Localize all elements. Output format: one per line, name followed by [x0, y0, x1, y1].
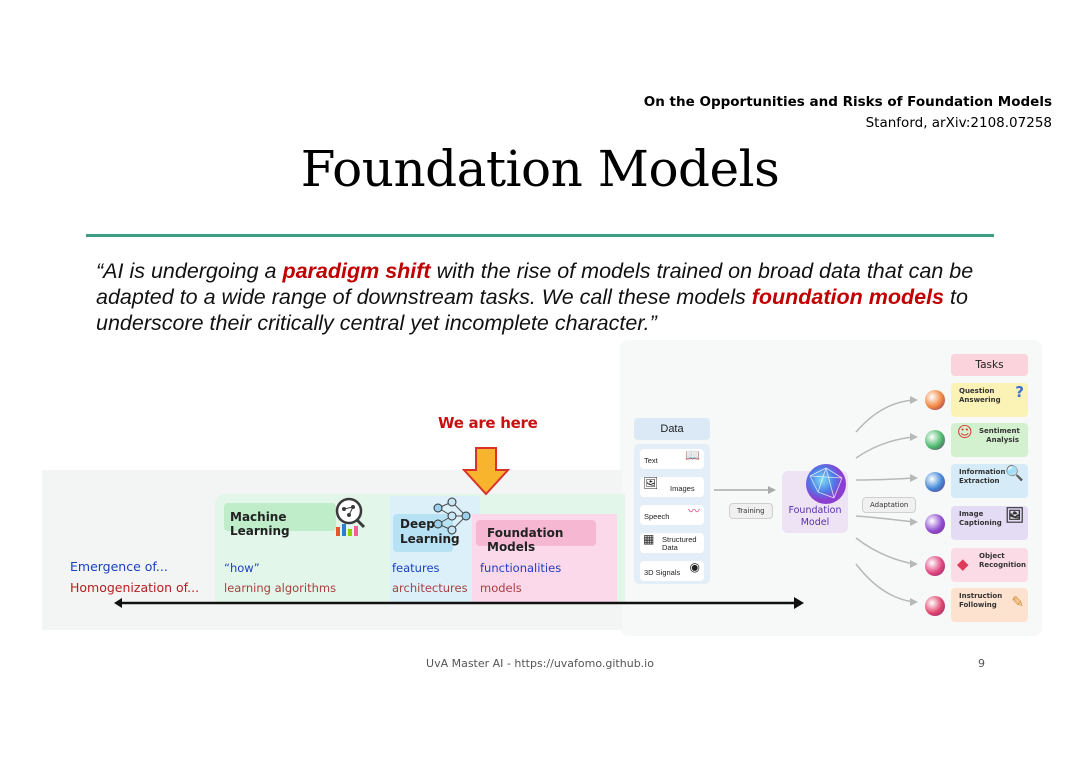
magnifier-icon: 🔍 [1005, 464, 1024, 482]
structured-data-icon: ▦ [643, 532, 655, 546]
magnifier-chart-icon [330, 494, 370, 538]
quote-part-3: to underscore their critically central y… [96, 285, 968, 335]
task-question-answering-label: Question Answering [959, 387, 1001, 404]
shapes-icon: ◆ [957, 555, 969, 573]
down-arrow-icon [461, 446, 511, 496]
page-number: 9 [978, 657, 985, 670]
images-icon: 🖼 [643, 476, 659, 490]
quote-part-1: “AI is undergoing a [96, 259, 283, 283]
task-object-recognition: Object Recognition ◆ [951, 548, 1028, 582]
data-item-3d-label: 3D Signals [644, 568, 681, 577]
we-are-here-label: We are here [438, 414, 538, 432]
stage-deep-learning: Deep Learning [393, 514, 460, 552]
row-label-homogenization: Homogenization of... [70, 580, 200, 595]
emergence-dl: features [392, 561, 440, 575]
row-label-emergence: Emergence of... [70, 559, 168, 574]
data-item-structured-label: Structured Data [662, 535, 697, 552]
task-information-extraction: Information Extraction🔍 [951, 464, 1028, 498]
emergence-fm: functionalities [480, 561, 562, 575]
adaptation-arrows [852, 388, 922, 616]
picture-icon: 🖼 [1004, 506, 1024, 524]
training-label: Training [729, 503, 773, 519]
quote-highlight-paradigm-shift: paradigm shift [282, 259, 431, 283]
foundation-model-label: Foundation Model [788, 505, 842, 528]
task-image-captioning-label: Image Captioning [959, 510, 1002, 527]
task-orb-4 [925, 514, 945, 534]
data-item-images: Images 🖼 [640, 477, 704, 497]
timeline-axis [112, 596, 806, 610]
task-orb-2 [925, 430, 945, 450]
task-image-captioning: Image Captioning🖼 [951, 506, 1028, 540]
data-item-3d: 3D Signals ◉ [640, 561, 704, 581]
homogenization-ml: learning algorithms [224, 581, 337, 595]
stage-machine-learning: Machine Learning [224, 503, 336, 538]
question-bubble-icon: ? [1015, 383, 1024, 401]
instruction-note-icon: ✎ [1011, 593, 1024, 611]
stage-foundation-models: Foundation Models [476, 520, 596, 554]
data-item-text: Text 📖 [640, 449, 704, 469]
data-item-speech: Speech 〰 [640, 505, 704, 525]
task-orb-5 [925, 556, 945, 576]
task-orb-6 [925, 596, 945, 616]
emoji-face-icon: ☺ [957, 423, 973, 441]
data-header: Data [634, 418, 710, 440]
task-object-recognition-label: Object Recognition [979, 552, 1027, 569]
task-orb-1 [925, 390, 945, 410]
neural-network-icon [432, 496, 472, 536]
task-orb-3 [925, 472, 945, 492]
homogenization-fm: models [480, 581, 522, 595]
data-item-images-label: Images [670, 484, 695, 493]
data-item-text-label: Text [644, 456, 658, 465]
sensor-icon: ◉ [689, 560, 700, 574]
reference-source: Stanford, arXiv:2108.07258 [865, 115, 1052, 131]
task-question-answering: Question Answering? [951, 383, 1028, 417]
book-icon: 📖 [685, 448, 700, 462]
quote-block: “AI is undergoing a paradigm shift with … [96, 258, 996, 336]
task-information-extraction-label: Information Extraction [959, 468, 1006, 485]
slide-title: Foundation Models [300, 140, 780, 198]
quote-highlight-foundation-models: foundation models [751, 285, 945, 309]
quote-part-2: with the rise of models trained on broad… [96, 259, 974, 309]
training-arrow [712, 482, 778, 498]
tasks-header: Tasks [951, 354, 1028, 376]
data-item-speech-label: Speech [644, 512, 670, 521]
task-instruction-following: Instruction Following ✎ [951, 588, 1028, 622]
title-divider [86, 234, 994, 237]
footer-text: UvA Master AI - https://uvafomo.github.i… [426, 657, 654, 670]
homogenization-dl: architectures [392, 581, 468, 595]
task-instruction-following-label: Instruction Following [959, 592, 1003, 609]
task-sentiment-analysis: Sentiment Analysis ☺ [951, 423, 1028, 457]
adaptation-label: Adaptation [862, 497, 917, 513]
task-sentiment-analysis-label: Sentiment Analysis [979, 427, 1020, 444]
waveform-icon: 〰 [687, 504, 700, 518]
reference-title: On the Opportunities and Risks of Founda… [643, 94, 1052, 110]
data-item-structured: Structured Data ▦ [640, 533, 704, 553]
emergence-ml: “how” [224, 561, 260, 575]
globe-network-icon [804, 462, 848, 506]
